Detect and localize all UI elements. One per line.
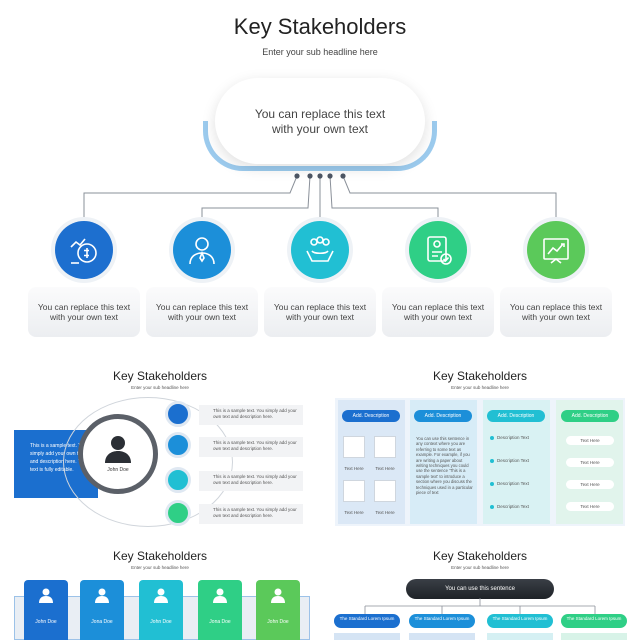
- stakeholder-circle-2[interactable]: [173, 221, 231, 279]
- preview4-sub-2: [409, 633, 475, 640]
- stakeholder-card-4: You can replace this text with your own …: [382, 287, 494, 337]
- preview4-subtitle: Enter your sub headline here: [451, 565, 509, 570]
- card-line-2: with your own text: [521, 312, 591, 322]
- preview2-text-here-1: Text Here: [344, 466, 364, 471]
- preview3-name-4: Jona Doe: [209, 619, 231, 625]
- card-line-2: with your own text: [285, 312, 355, 322]
- card-line-2: with your own text: [403, 312, 473, 322]
- bubble-line-2: with your own text: [271, 122, 369, 136]
- card-line-1: You can replace this text: [509, 302, 603, 312]
- person-icon: [95, 588, 109, 603]
- strategy-board-icon: [543, 238, 569, 264]
- preview2-pill-1: Add. Description: [342, 410, 400, 422]
- preview4-title: Key Stakeholders: [432, 549, 528, 563]
- preview2-pill-3: Add. Description: [487, 410, 545, 422]
- preview2-col4-item-3: Text Here: [566, 480, 614, 489]
- card-line-2: with your own text: [49, 312, 119, 322]
- preview2-desc-list: Description Text Description Text Descri…: [490, 435, 546, 516]
- preview1-row-text-1: This is a sample text. You simply add yo…: [199, 405, 303, 425]
- stakeholder-circle-3[interactable]: [291, 221, 349, 279]
- card-line-2: with your own text: [167, 312, 237, 322]
- id-badge-icon: [427, 236, 452, 265]
- stakeholder-card-5: You can replace this text with your own …: [500, 287, 612, 337]
- preview4-box-4: The Standard Lorem Ipsum: [561, 614, 627, 628]
- preview3-name-3: John Doe: [150, 619, 172, 625]
- preview1-row-icon-2: [165, 432, 191, 458]
- stakeholder-card-1: You can replace this text with your own …: [28, 287, 140, 337]
- presentation-icon: [374, 480, 396, 502]
- preview2-desc-2: Description Text: [497, 458, 529, 463]
- award-icon: [374, 436, 396, 458]
- preview3-name-5: John Doe: [267, 619, 289, 625]
- preview4-sub-3: [487, 633, 553, 640]
- card-line-1: You can replace this text: [155, 302, 249, 312]
- preview1-row-text-3: This is a sample text. You simply add yo…: [199, 471, 303, 491]
- preview1-person-name: John Doe: [107, 467, 129, 473]
- businessman-icon: [189, 237, 215, 265]
- preview3-name-2: Jona Doe: [91, 619, 113, 625]
- person-icon: [154, 588, 168, 603]
- preview2-paragraph: You can use this sentence in any context…: [416, 436, 473, 496]
- stakeholder-circle-5[interactable]: [527, 221, 585, 279]
- preview1-row-icon-4: [165, 500, 191, 526]
- preview2-title: Key Stakeholders: [432, 369, 528, 383]
- preview1-rows: This is a sample text. You simply add yo…: [165, 401, 305, 526]
- preview4-connectors: [364, 598, 596, 614]
- person-icon: [213, 588, 227, 603]
- person-icon: [39, 588, 53, 603]
- preview4-box-1: The Standard Lorem Ipsum: [334, 614, 400, 628]
- page-subtitle: Enter your sub headline here: [262, 47, 378, 57]
- preview2-desc-4: Description Text: [497, 504, 529, 509]
- card-line-1: You can replace this text: [391, 302, 485, 312]
- preview1-orbit: [63, 397, 233, 527]
- card-line-1: You can replace this text: [37, 302, 131, 312]
- book-icon: [343, 436, 365, 458]
- preview4-sub-1: [334, 633, 400, 640]
- preview2-text-here-2: Text Here: [375, 466, 395, 471]
- preview4-sub-4: [561, 633, 627, 640]
- gears-icon: [343, 480, 365, 502]
- preview4-box-2: The Standard Lorem Ipsum: [409, 614, 475, 628]
- preview2-text-here-4: Text Here: [375, 510, 395, 515]
- card-line-1: You can replace this text: [273, 302, 367, 312]
- person-icon: [105, 436, 131, 463]
- central-bubble: You can replace this text with your own …: [215, 78, 425, 164]
- preview1-row-text-4: This is a sample text. You simply add yo…: [199, 504, 303, 524]
- stakeholder-card-3: You can replace this text with your own …: [264, 287, 376, 337]
- preview2-desc-3: Description Text: [497, 481, 529, 486]
- hands-community-icon: [306, 236, 334, 262]
- person-icon: [271, 588, 285, 603]
- preview2-desc-1: Description Text: [497, 435, 529, 440]
- finance-icon: [70, 238, 97, 264]
- preview1-row-text-2: This is a sample text. You simply add yo…: [199, 437, 303, 457]
- preview2-pill-2: Add. Description: [414, 410, 472, 422]
- preview1-row-icon-3: [165, 467, 191, 493]
- preview2-col4-item-2: Text Here: [566, 458, 614, 467]
- stakeholder-circle-1[interactable]: [55, 221, 113, 279]
- preview3-name-1: John Doe: [35, 619, 57, 625]
- preview3-subtitle: Enter your sub headline here: [131, 565, 189, 570]
- preview4-box-3: The Standard Lorem Ipsum: [487, 614, 553, 628]
- preview4-top-node: You can use this sentence: [406, 579, 554, 599]
- page-title: Key Stakeholders: [233, 14, 407, 39]
- preview1-avatar: John Doe: [78, 414, 158, 494]
- preview3-title: Key Stakeholders: [112, 549, 208, 563]
- connector-lines: [81, 173, 559, 225]
- preview2-subtitle: Enter your sub headline here: [451, 385, 509, 390]
- preview2-text-here-3: Text Here: [344, 510, 364, 515]
- preview1-row-icon-1: [165, 401, 191, 427]
- bubble-line-1: You can replace this text: [254, 107, 386, 121]
- preview1-title: Key Stakeholders: [112, 369, 208, 383]
- preview2-pill-4: Add. Description: [561, 410, 619, 422]
- preview1-subtitle: Enter your sub headline here: [131, 385, 189, 390]
- preview2-col4-item-1: Text Here: [566, 436, 614, 445]
- stakeholder-circle-4[interactable]: [409, 221, 467, 279]
- preview2-col4-item-4: Text Here: [566, 502, 614, 511]
- stakeholder-card-2: You can replace this text with your own …: [146, 287, 258, 337]
